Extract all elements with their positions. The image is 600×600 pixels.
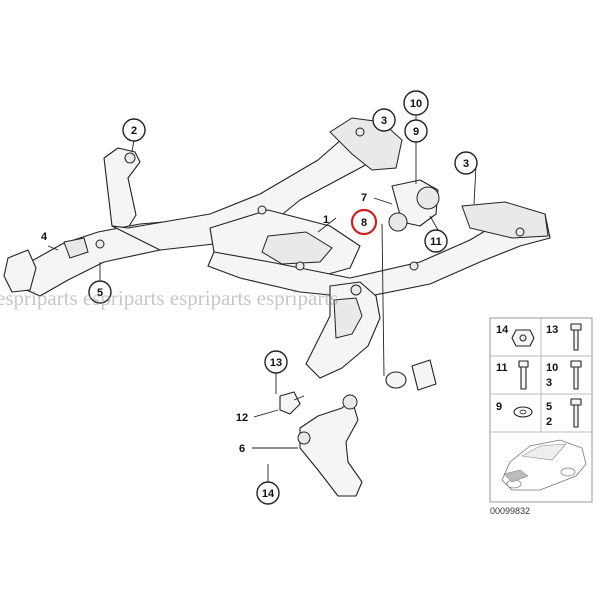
callout-14-label: 14 — [262, 488, 275, 500]
watermark-text: espriparts espriparts espriparts espripa… — [0, 286, 338, 310]
control-arm — [297, 394, 363, 497]
callout-9-label: 9 — [413, 126, 419, 138]
callout-3-top-label: 3 — [381, 115, 387, 127]
callout-10[interactable]: 10 — [403, 90, 429, 116]
legend-3-label: 3 — [546, 377, 552, 389]
callout-5-label: 5 — [97, 287, 103, 299]
callout-6-label: 6 — [239, 443, 245, 455]
subframe-assembly — [21, 117, 551, 379]
image-code: 00099832 — [490, 506, 530, 516]
long-bolt-icon — [518, 360, 529, 390]
leader-lines — [47, 116, 477, 482]
callout-13[interactable]: 13 — [264, 350, 288, 374]
callout-3-right-label: 3 — [463, 158, 469, 170]
legend-10-label: 10 — [546, 362, 558, 374]
legend-5-label: 5 — [546, 401, 552, 413]
callout-2-label: 2 — [131, 125, 137, 137]
callout-5[interactable]: 5 — [88, 280, 112, 304]
callout-7-label: 7 — [361, 192, 367, 204]
callout-10-label: 10 — [410, 98, 422, 110]
bolt-icon — [570, 323, 582, 351]
callout-11[interactable]: 11 — [424, 229, 448, 253]
callout-13-label: 13 — [270, 357, 282, 369]
nut-hole-icon — [519, 334, 527, 342]
callout-1[interactable]: 1 — [323, 214, 329, 226]
legend-2-label: 2 — [546, 416, 552, 428]
callout-8[interactable]: 8 — [350, 208, 378, 236]
legend-13-label: 13 — [546, 324, 558, 336]
callout-9[interactable]: 9 — [404, 119, 428, 143]
callout-12[interactable]: 12 — [236, 412, 248, 424]
washer-icon — [513, 406, 533, 418]
callout-2[interactable]: 2 — [122, 118, 146, 142]
callout-11-label: 11 — [430, 236, 442, 248]
hardware-legend: 14 13 11 10 3 9 5 2 — [489, 317, 593, 503]
callout-7[interactable]: 7 — [361, 192, 367, 204]
bushing-parts — [385, 359, 437, 391]
callout-3-right[interactable]: 3 — [454, 151, 478, 175]
legend-11-label: 11 — [496, 362, 508, 374]
hex-bolt-icon — [570, 398, 582, 428]
sensor-bracket — [279, 391, 305, 415]
callout-6[interactable]: 6 — [239, 443, 245, 455]
callout-12-label: 12 — [236, 412, 248, 424]
callout-14[interactable]: 14 — [256, 481, 280, 505]
callout-4-label: 4 — [41, 231, 48, 243]
flange-bolt-icon — [570, 360, 582, 390]
callout-3-top[interactable]: 3 — [372, 108, 396, 132]
callout-4[interactable]: 4 — [41, 231, 48, 243]
callout-1-label: 1 — [323, 214, 329, 226]
legend-14-label: 14 — [496, 324, 509, 336]
engine-mount-bracket — [3, 237, 89, 293]
callout-8-label: 8 — [361, 217, 367, 229]
legend-9-label: 9 — [496, 401, 502, 413]
car-icon — [501, 439, 587, 491]
